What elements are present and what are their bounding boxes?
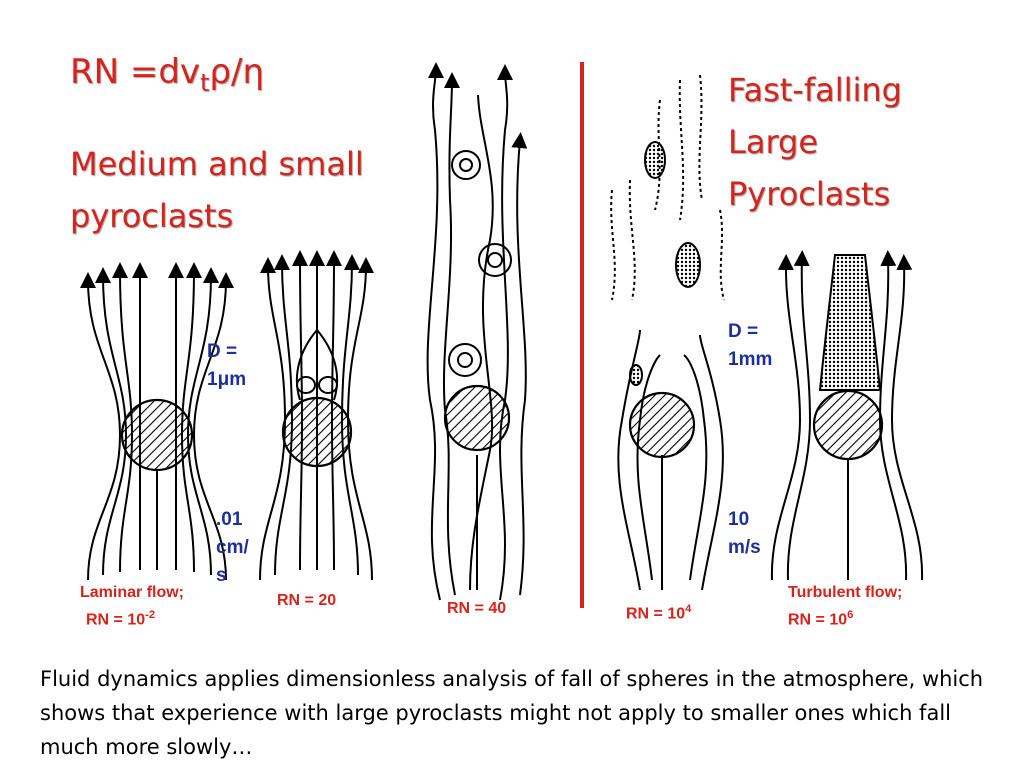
- panel-rn40: [426, 62, 528, 601]
- laminar-label-line2: RN = 10-2: [86, 609, 156, 629]
- large-velocity-label: 10 m/s: [728, 509, 761, 558]
- turbulent-label-line2: RN = 106: [788, 609, 854, 629]
- large-diameter-label: D = 1mm: [728, 321, 773, 370]
- formula-subscript: t: [200, 68, 210, 97]
- rn40-label: RN = 40: [447, 600, 507, 617]
- laminar-label-line1: Laminar flow;: [80, 584, 185, 601]
- small-diameter-label: D = 1μm: [207, 341, 247, 390]
- panel-rn20: [259, 250, 374, 581]
- turbulent-label-line1: Turbulent flow;: [788, 584, 903, 601]
- rn1e4-label: RN = 104: [626, 603, 692, 623]
- panel-laminar: [80, 262, 234, 581]
- panel-turbulent: [770, 250, 924, 581]
- small-velocity-label: .01 cm/ s: [216, 509, 249, 586]
- rn20-label: RN = 20: [277, 592, 337, 609]
- right-heading: Fast-falling Large Pyroclasts: [728, 71, 902, 213]
- laminar-label: Laminar flow; RN = 10-2: [80, 582, 184, 631]
- formula-heading: RN =dvtρ/η: [70, 52, 264, 97]
- panel-rn1e4: [610, 74, 725, 591]
- caption-text: Fluid dynamics applies dimensionless ana…: [40, 667, 984, 759]
- formula-prefix: RN =dv: [70, 52, 201, 92]
- turbulent-label: Turbulent flow; RN = 106: [788, 582, 902, 631]
- formula-suffix: ρ/η: [209, 52, 264, 92]
- left-heading: Medium and small pyroclasts: [70, 145, 364, 235]
